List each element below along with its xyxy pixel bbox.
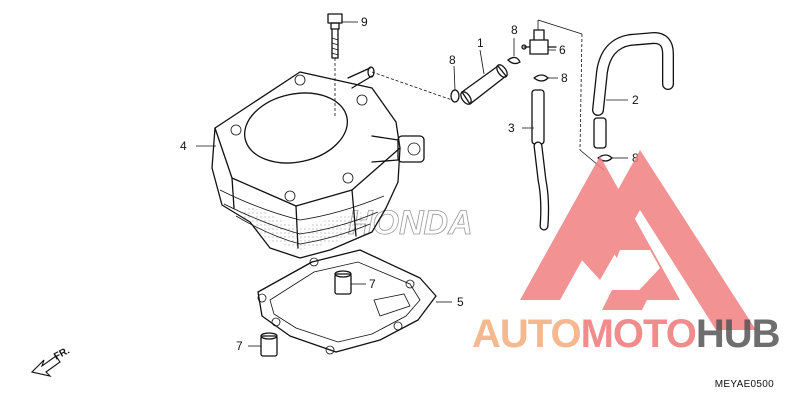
front-label: FR. [52,345,72,362]
callout-8-hose-clamp-right: 8 [632,151,639,165]
callout-8-hose-clamp-left: 8 [449,53,456,67]
automotohub-logo [520,150,756,330]
callout-4: 4 [180,139,187,153]
honda-watermark-text: HONDA [348,204,473,242]
hose-3 [531,89,550,231]
callout-5: 5 [457,295,464,309]
dowel-pin-upper [334,270,352,295]
hose-2 [592,31,674,149]
callout-2: 2 [632,93,639,107]
callout-6: 6 [559,43,566,57]
automotohub-watermark-text: AUTOMOTOHUB [472,312,781,356]
bolt [327,13,343,59]
callout-7-lower: 7 [236,339,243,353]
t-joint [521,29,557,55]
reference-code: MEYAE0500 [714,379,774,390]
watermark-word-moto: MOTO [580,312,697,356]
callout-9: 9 [361,15,368,29]
callout-8-hose-clamp-top: 8 [511,23,518,37]
callout-8-hose-clamp-mid: 8 [561,71,568,85]
cylinder [211,71,425,259]
water-pipe [460,64,508,105]
dowel-pin-lower [260,332,278,357]
watermark-word-auto: AUTO [472,312,582,356]
callout-1: 1 [477,36,484,50]
cylinder-gasket [257,249,437,355]
callout-7-upper: 7 [369,277,376,291]
callout-3: 3 [508,121,515,135]
front-direction-indicator: FR. [30,345,72,377]
watermark-word-hub: HUB [695,312,781,356]
